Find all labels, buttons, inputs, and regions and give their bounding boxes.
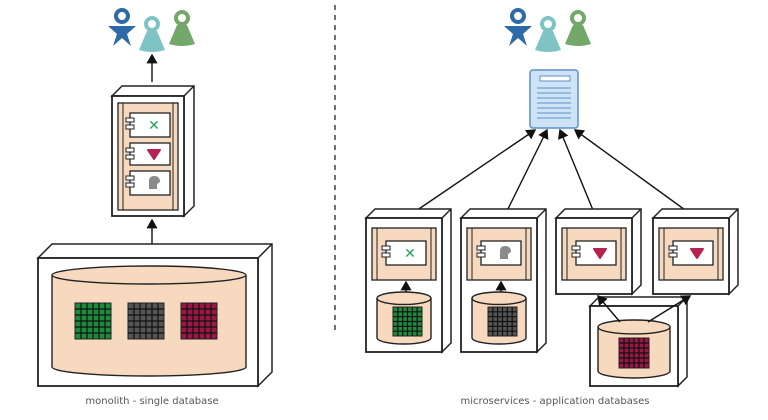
box-edge <box>536 208 547 219</box>
arrow <box>558 128 596 216</box>
box-edge <box>728 208 739 219</box>
cylinder-top <box>471 291 527 306</box>
component-port <box>476 245 486 251</box>
box-edge <box>257 243 273 259</box>
document-header <box>539 75 571 82</box>
arrow <box>597 294 621 323</box>
component-port <box>381 245 391 251</box>
user-head <box>114 8 130 24</box>
component-port <box>125 117 135 123</box>
microservice-server <box>554 208 642 296</box>
component <box>476 240 522 266</box>
user-icon <box>108 8 136 46</box>
box-edge <box>441 208 452 219</box>
arrow <box>573 129 693 216</box>
user-icon <box>535 16 561 52</box>
data-table-icon <box>392 306 423 337</box>
heart-icon <box>147 149 161 160</box>
data-table-icon <box>127 302 165 340</box>
user-body <box>565 25 591 46</box>
component: ✕ <box>125 112 171 138</box>
arrow <box>504 128 549 216</box>
user-head <box>174 10 190 26</box>
box-edge <box>183 85 195 97</box>
component-port <box>125 175 135 181</box>
component-box <box>575 240 617 266</box>
microservices-caption: microservices - application databases <box>460 396 650 407</box>
component: ✕ <box>381 240 427 266</box>
microservice-server <box>651 208 739 296</box>
component-port <box>668 252 678 258</box>
box-edge <box>631 208 642 219</box>
cylinder-top <box>51 265 247 285</box>
user-head <box>570 10 586 26</box>
component-port <box>381 252 391 258</box>
user-body <box>139 31 165 52</box>
cylinder-top <box>597 319 671 335</box>
monolith-caption: monolith - single database <box>85 396 219 407</box>
user-body <box>504 26 532 46</box>
arrow <box>409 129 537 216</box>
microservice-server: ✕ <box>364 208 452 354</box>
user-icon <box>139 16 165 52</box>
component-port <box>476 252 486 258</box>
monolith-server: ✕ <box>110 85 195 218</box>
user-head <box>510 8 526 24</box>
user-head <box>144 16 160 32</box>
component-port <box>668 245 678 251</box>
heart-icon <box>690 248 704 259</box>
head-icon <box>149 176 160 189</box>
component-port <box>125 154 135 160</box>
arrow <box>647 295 692 323</box>
component-port <box>125 147 135 153</box>
document-icon <box>529 69 579 129</box>
user-body <box>535 31 561 52</box>
data-table-icon <box>74 302 112 340</box>
component-port <box>571 245 581 251</box>
cylinder-top <box>376 291 432 306</box>
component <box>125 170 171 196</box>
heart-icon <box>593 248 607 259</box>
component <box>571 240 617 266</box>
head-icon <box>500 246 511 259</box>
user-head <box>540 16 556 32</box>
user-body <box>108 26 136 46</box>
component-port <box>571 252 581 258</box>
component <box>668 240 714 266</box>
user-icon <box>565 10 591 46</box>
data-table-icon <box>618 337 650 369</box>
data-table-icon <box>180 302 218 340</box>
cross-icon: ✕ <box>148 118 160 134</box>
component-port <box>125 124 135 130</box>
cross-icon: ✕ <box>404 246 416 262</box>
data-table-icon <box>487 306 518 337</box>
user-icon <box>169 10 195 46</box>
user-icon <box>504 8 532 46</box>
component <box>125 142 171 166</box>
user-body <box>169 25 195 46</box>
component-port <box>125 182 135 188</box>
